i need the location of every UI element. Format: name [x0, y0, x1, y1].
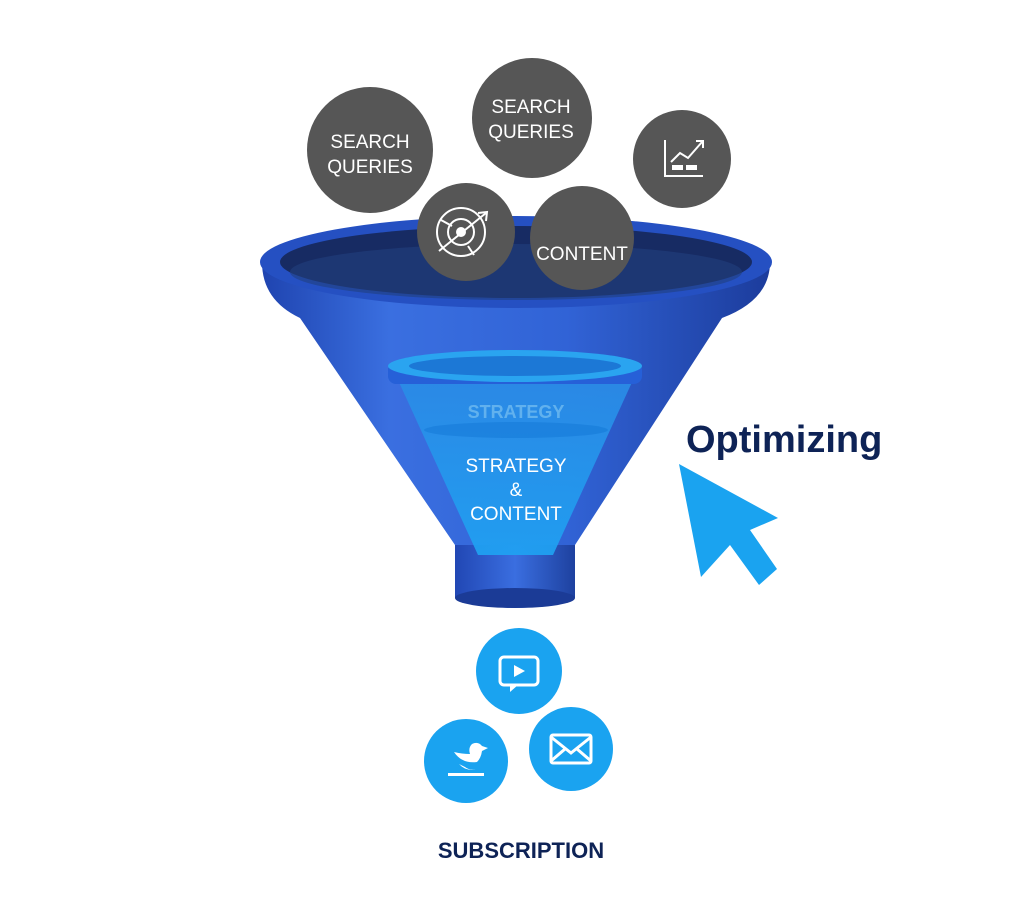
funnel: STRATEGY STRATEGY & CONTENT [260, 216, 772, 608]
output-channel-email [529, 707, 613, 791]
funnel-spout-bottom [455, 588, 575, 608]
analytics-chart-icon [664, 140, 704, 177]
input-bubble-search-queries-top: SEARCH QUERIES [472, 58, 592, 178]
input-bubble-analytics [633, 110, 731, 208]
inner-funnel: STRATEGY STRATEGY & CONTENT [388, 350, 642, 555]
play-button-icon [498, 655, 540, 692]
inner-liquid-surface [424, 422, 608, 438]
bubble-label-line-2: QUERIES [488, 122, 574, 143]
inner-funnel-label-line-1: STRATEGY [466, 456, 567, 477]
output-channel-social [424, 719, 508, 803]
target-compass-icon [436, 207, 489, 257]
input-bubble-target [417, 183, 515, 281]
bubble-label-line-1: SEARCH [491, 97, 570, 118]
inner-funnel-label-line-3: CONTENT [470, 504, 562, 525]
bubble-label-line-2: QUERIES [327, 157, 413, 178]
input-bubble-search-queries-left: SEARCH QUERIES [307, 87, 433, 213]
bubble-label: CONTENT [536, 244, 628, 265]
cursor-arrow-icon [679, 464, 778, 585]
input-bubble-content: CONTENT [530, 186, 634, 290]
bubble-label-line-1: SEARCH [330, 132, 409, 153]
subscription-label: SUBSCRIPTION [438, 838, 604, 863]
inner-funnel-label-line-2: & [510, 480, 523, 501]
inner-funnel-ghost-label: STRATEGY [468, 402, 565, 422]
bird-icon [448, 742, 488, 776]
optimizing-label: Optimizing [686, 419, 882, 461]
output-channel-video [476, 628, 562, 714]
envelope-icon [549, 733, 593, 765]
